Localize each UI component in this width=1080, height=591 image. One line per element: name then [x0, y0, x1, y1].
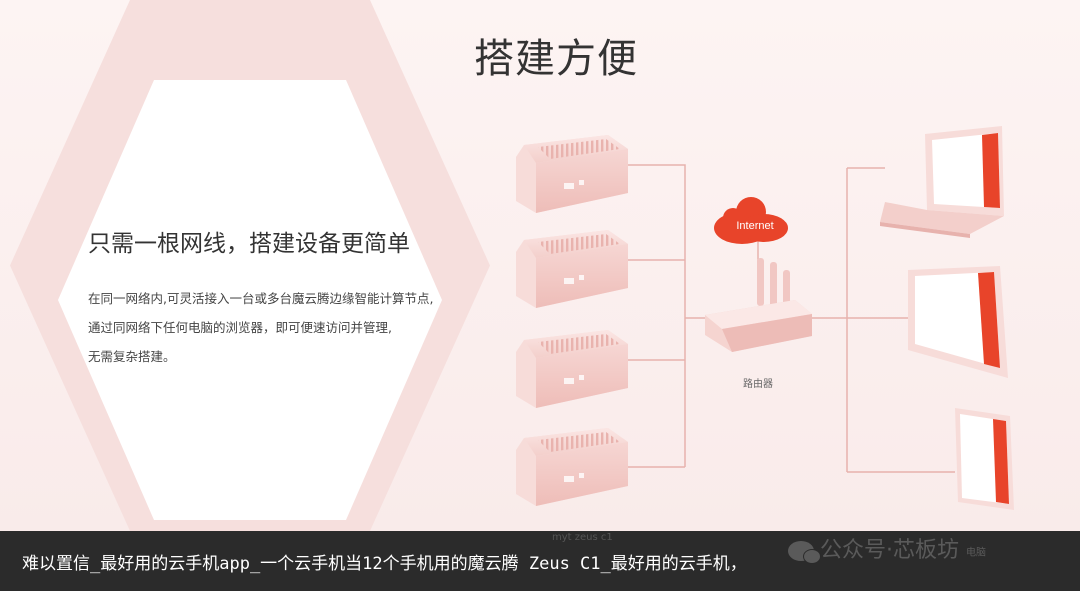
- wechat-icon: [788, 541, 821, 564]
- monitor-icon: [908, 266, 1008, 378]
- watermark: 公众号·芯板坊 电脑: [788, 532, 986, 564]
- router-icon: [705, 258, 812, 352]
- panel-subtitle: 只需一根网线，搭建设备更简单: [88, 231, 410, 257]
- router-label: 路由器: [743, 377, 773, 390]
- description-line: 通过同网络下任何电脑的浏览器，即可便速访问并管理,: [88, 320, 392, 335]
- laptop-icon: [880, 126, 1004, 238]
- page-title: 搭建方便: [474, 36, 638, 82]
- device-caption: myt zeus c1: [552, 532, 613, 543]
- internet-label: Internet: [736, 220, 773, 232]
- description-line: 无需复杂搭建。: [88, 349, 176, 364]
- client-caption: 电脑: [966, 547, 986, 559]
- hero-slide: 搭建方便 只需一根网线，搭建设备更简单 在同一网络内,可灵活接入一台或多台魔云腾…: [0, 0, 1080, 531]
- edge-device: [516, 135, 628, 213]
- caption-text: 难以置信_最好用的云手机app_一个云手机当12个手机用的魔云腾 Zeus C1…: [22, 554, 747, 574]
- caption-bar: [0, 531, 1080, 591]
- internet-cloud-icon: [714, 197, 788, 244]
- edge-device: [516, 230, 628, 308]
- edge-device: [516, 330, 628, 408]
- description-line: 在同一网络内,可灵活接入一台或多台魔云腾边缘智能计算节点,: [88, 291, 434, 306]
- panel-description: 在同一网络内,可灵活接入一台或多台魔云腾边缘智能计算节点, 通过同网络下任何电脑…: [88, 284, 448, 371]
- tablet-icon: [955, 408, 1014, 510]
- network-diagram: Internet 路由器: [516, 126, 1014, 510]
- edge-device: [516, 428, 628, 506]
- watermark-text: 公众号·芯板坊: [820, 538, 959, 563]
